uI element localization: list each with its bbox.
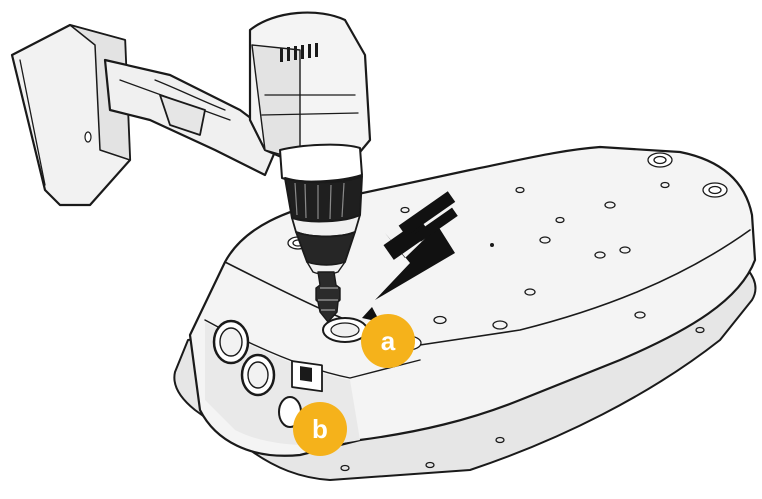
callout-a-label: a — [381, 326, 396, 356]
callout-a-badge — [361, 314, 415, 368]
front-port-2 — [240, 353, 276, 397]
device-base-housing — [173, 145, 757, 481]
step-drill-bit — [315, 271, 341, 323]
callout-b-badge — [293, 402, 347, 456]
switch-icon — [291, 360, 323, 393]
callout-b-label: b — [312, 414, 328, 444]
callout-a: a — [361, 314, 415, 368]
front-port-1 — [212, 319, 250, 365]
cordless-drill — [10, 11, 372, 275]
target-hole — [322, 317, 368, 343]
insertion-arrow-icon — [362, 191, 458, 322]
callout-b: b — [293, 402, 347, 456]
